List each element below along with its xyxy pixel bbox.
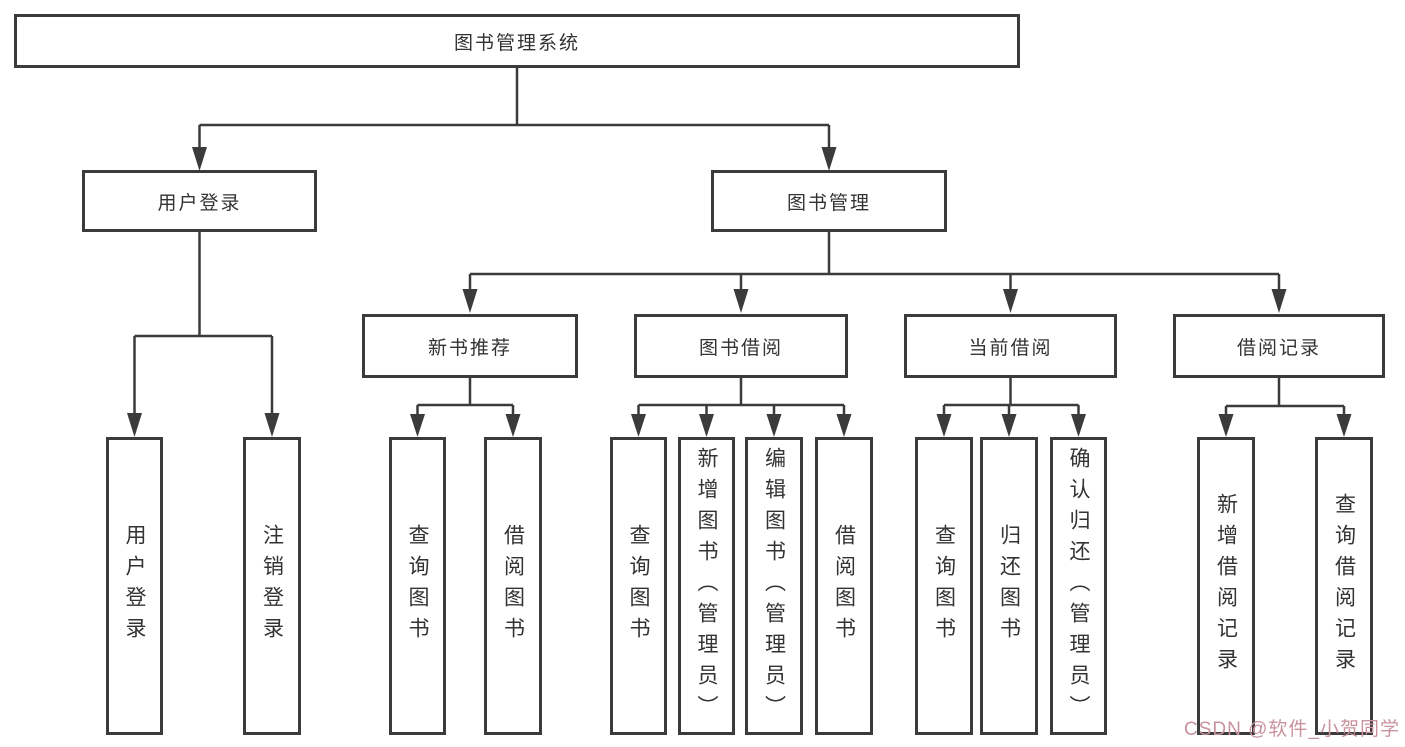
node-root-label: 图书管理系统 <box>453 32 580 54</box>
node-current-borrow: 当前借阅 <box>904 314 1117 378</box>
leaf-current-confirm-admin: 确认归还（管理员） <box>1050 437 1107 735</box>
leaf-borrow-book-label: 借阅图书 <box>832 524 856 648</box>
node-borrow-records-label: 借阅记录 <box>1236 337 1321 359</box>
connector-borrow-records-split <box>1218 378 1352 437</box>
node-current-borrow-label: 当前借阅 <box>968 337 1053 359</box>
node-book-mgmt-label: 图书管理 <box>786 192 871 214</box>
node-user-login: 用户登录 <box>82 170 317 232</box>
leaf-current-confirm-admin-label: 确认归还（管理员） <box>1067 446 1090 726</box>
connector-new-books-split <box>410 378 521 437</box>
leaf-borrow-book: 借阅图书 <box>815 437 873 735</box>
leaf-borrow-edit-admin-label: 编辑图书（管理员） <box>762 446 786 726</box>
leaf-records-query-label: 查询借阅记录 <box>1332 493 1356 679</box>
leaf-current-return: 归还图书 <box>980 437 1038 735</box>
connector-user-login-split <box>127 232 280 437</box>
leaf-borrow-query: 查询图书 <box>610 437 667 735</box>
leaf-logout: 注销登录 <box>243 437 301 735</box>
leaf-user-login: 用户登录 <box>106 437 163 735</box>
connector-book-borrow-split <box>631 378 852 437</box>
leaf-newbooks-query: 查询图书 <box>389 437 446 735</box>
connector-book-mgmt-split <box>462 232 1287 313</box>
leaf-records-query: 查询借阅记录 <box>1315 437 1373 735</box>
leaf-records-add-label: 新增借阅记录 <box>1214 493 1238 679</box>
connector-root-split <box>192 68 837 171</box>
leaf-current-query-label: 查询图书 <box>932 524 956 648</box>
node-new-books-label: 新书推荐 <box>427 337 512 359</box>
leaf-records-add: 新增借阅记录 <box>1197 437 1255 735</box>
node-root: 图书管理系统 <box>14 14 1020 68</box>
leaf-current-return-label: 归还图书 <box>997 524 1021 648</box>
leaf-user-login-label: 用户登录 <box>123 524 146 648</box>
node-book-borrow: 图书借阅 <box>634 314 848 378</box>
leaf-newbooks-borrow-label: 借阅图书 <box>501 524 525 648</box>
leaf-logout-label: 注销登录 <box>260 524 284 648</box>
leaf-current-query: 查询图书 <box>915 437 973 735</box>
node-borrow-records: 借阅记录 <box>1173 314 1385 378</box>
watermark-text: CSDN @软件_小贺同学 <box>1184 719 1400 740</box>
leaf-newbooks-borrow: 借阅图书 <box>484 437 542 735</box>
leaf-borrow-add-admin: 新增图书（管理员） <box>678 437 735 735</box>
leaf-borrow-query-label: 查询图书 <box>627 524 650 648</box>
leaf-borrow-add-admin-label: 新增图书（管理员） <box>695 446 718 726</box>
node-book-mgmt: 图书管理 <box>711 170 947 232</box>
node-new-books: 新书推荐 <box>362 314 578 378</box>
connector-current-borrow-split <box>936 378 1086 437</box>
leaf-borrow-edit-admin: 编辑图书（管理员） <box>745 437 803 735</box>
node-user-login-label: 用户登录 <box>157 192 242 214</box>
node-book-borrow-label: 图书借阅 <box>698 337 783 359</box>
leaf-newbooks-query-label: 查询图书 <box>406 524 429 648</box>
